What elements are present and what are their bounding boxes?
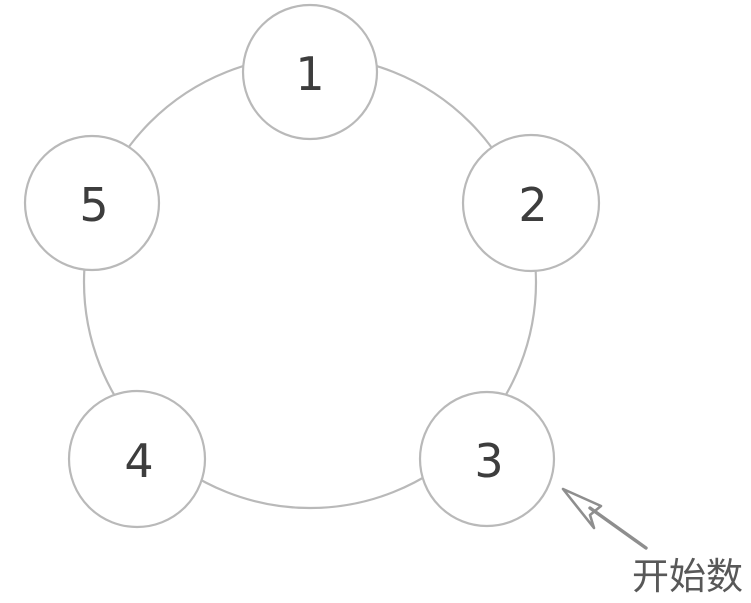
node-label-3: 3 xyxy=(474,434,503,488)
node-label-1: 1 xyxy=(295,47,324,101)
node-label-group: 1 2 3 4 5 xyxy=(79,47,547,488)
node-circle-5[interactable] xyxy=(23,134,161,272)
node-group xyxy=(23,3,601,529)
annotation-label: 开始数 xyxy=(632,555,743,598)
node-circle-2[interactable] xyxy=(461,133,601,273)
arrow-shaft xyxy=(588,506,648,550)
annotation-arrow xyxy=(561,487,648,550)
node-label-2: 2 xyxy=(518,178,547,232)
node-label-5: 5 xyxy=(79,178,108,232)
node-circle-3[interactable] xyxy=(418,390,556,528)
node-circle-1[interactable] xyxy=(241,3,379,141)
node-label-4: 4 xyxy=(124,434,153,488)
node-circle-4[interactable] xyxy=(67,389,207,529)
arrowhead-icon xyxy=(561,487,603,530)
